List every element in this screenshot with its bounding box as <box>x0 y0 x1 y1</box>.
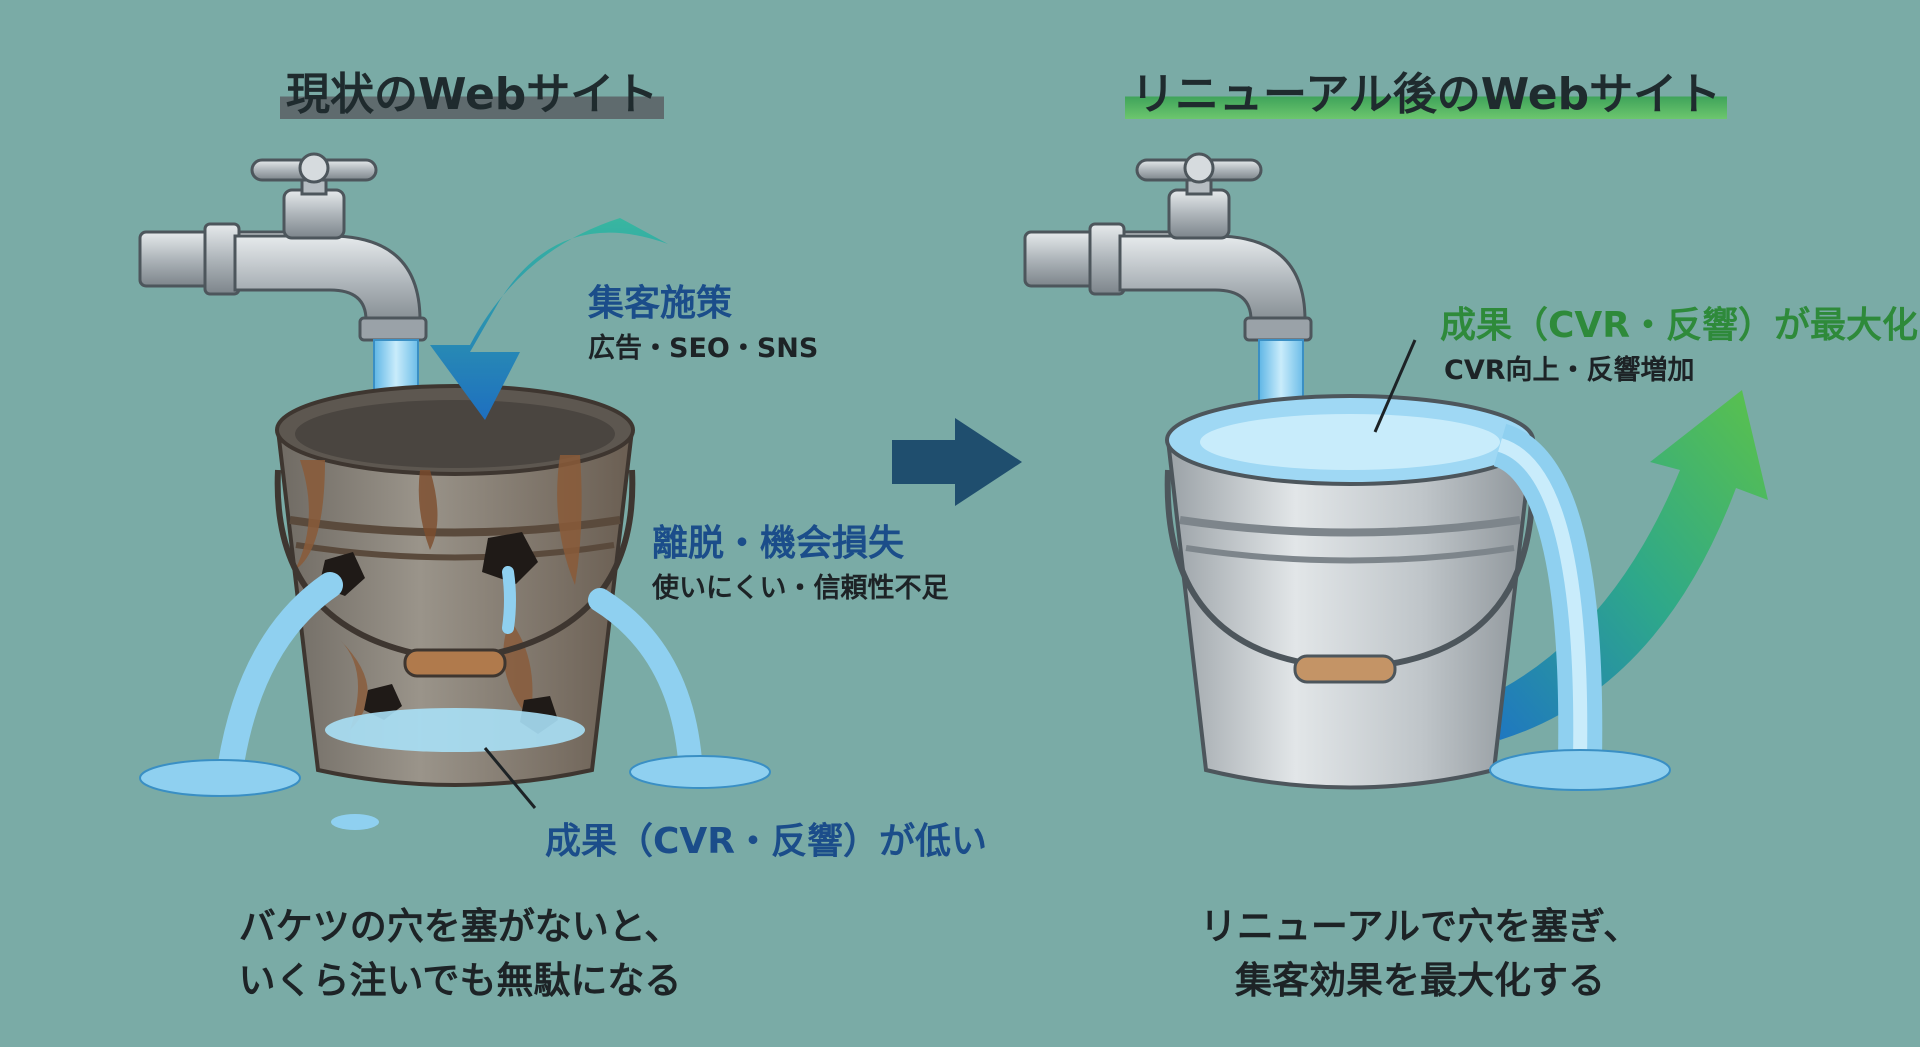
right-caption: リニューアルで穴を塞ぎ、 集客効果を最大化する <box>1160 900 1680 1007</box>
overflow-water <box>1489 423 1671 791</box>
right-caption-line2: 集客効果を最大化する <box>1235 958 1605 1002</box>
faucet-icon <box>138 152 428 342</box>
inflow-detail: 広告・SEO・SNS <box>588 333 819 364</box>
left-caption: バケツの穴を塞がないと、 いくら注いでも無駄になる <box>200 900 720 1007</box>
left-caption-line2: いくら注いでも無駄になる <box>238 958 682 1002</box>
left-caption-line1: バケツの穴を塞がないと、 <box>238 905 682 948</box>
steel-bucket-icon <box>1164 394 1536 790</box>
curved-arrow-icon <box>430 218 668 420</box>
leak-heading: 離脱・機会損失 <box>652 523 905 564</box>
rusty-bucket-icon <box>274 384 636 787</box>
faucet-icon-right <box>1023 152 1313 342</box>
pointer-line-left <box>483 747 537 809</box>
right-title: リニューアル後のWebサイト <box>1125 58 1728 122</box>
growth-arrow-icon <box>1480 390 1768 740</box>
right-arrow-icon <box>892 418 1022 506</box>
right-result-detail: CVR向上・反響増加 <box>1444 355 1695 386</box>
left-result-label: 成果（CVR・反響）が低い <box>545 821 988 862</box>
left-title: 現状のWebサイト <box>280 58 665 122</box>
right-caption-line1: リニューアルで穴を塞ぎ、 <box>1199 905 1641 948</box>
leak-detail: 使いにくい・信頼性不足 <box>652 573 949 604</box>
right-result-heading: 成果（CVR・反響）が最大化 <box>1440 305 1919 346</box>
inflow-heading: 集客施策 <box>588 283 733 324</box>
leaking-water <box>139 566 771 830</box>
pointer-line-right <box>1373 339 1417 433</box>
